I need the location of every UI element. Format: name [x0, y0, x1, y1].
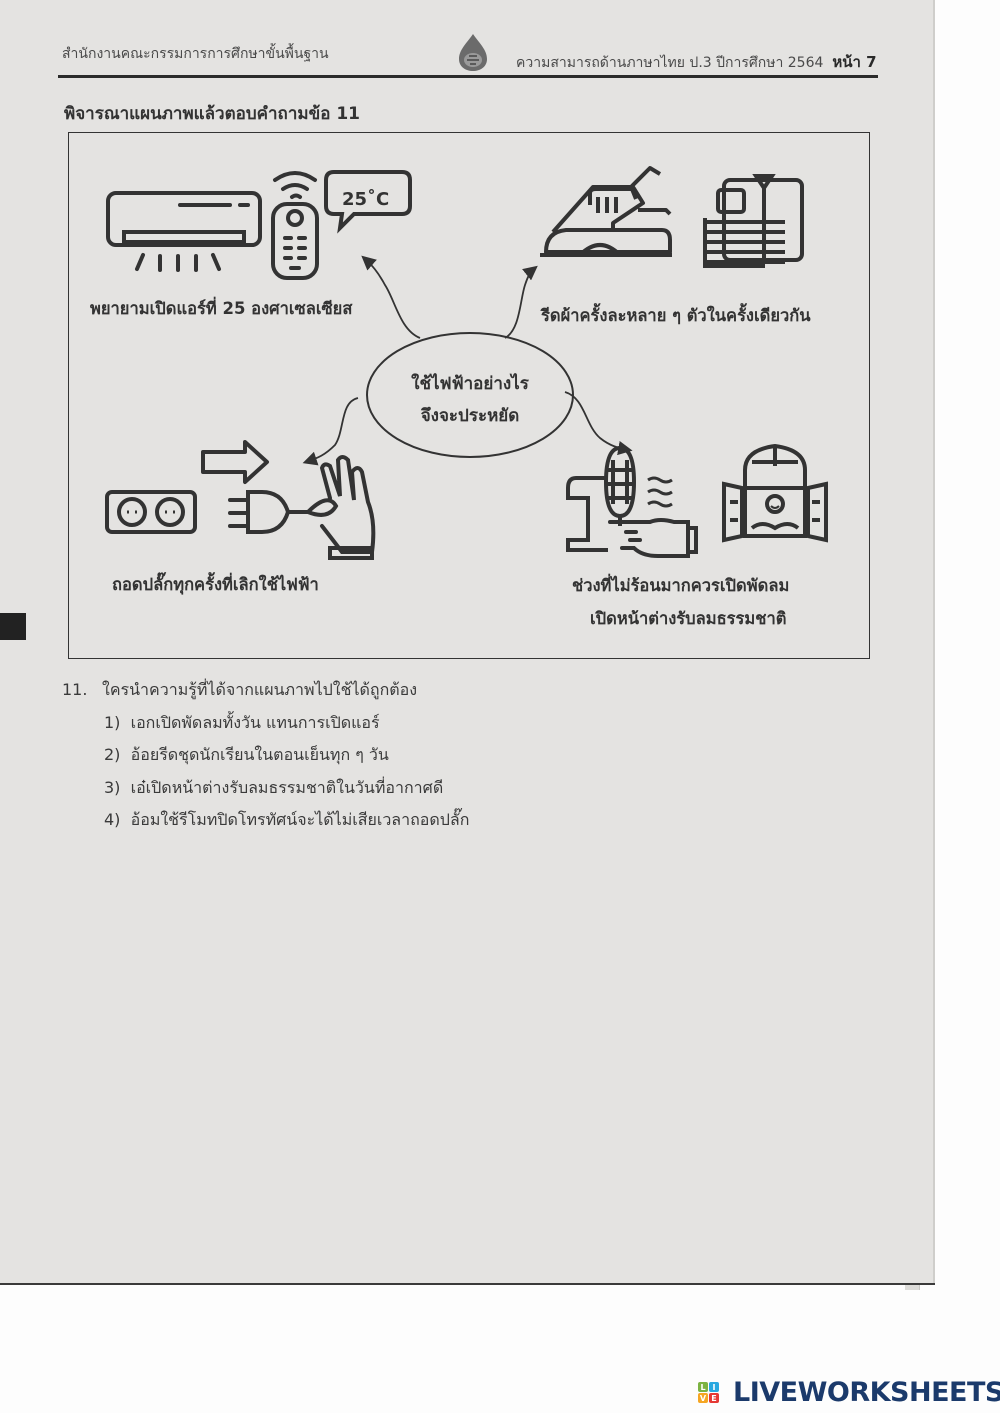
node-label-fan-line1: ช่วงที่ไม่ร้อนมากควรเปิดพัดลม [572, 576, 790, 595]
mindmap-frame [68, 132, 870, 659]
option-number: 4) [104, 810, 121, 829]
node-label-fan-line2: เปิดหน้าต่างรับลมธรรมชาติ [590, 609, 787, 628]
temperature-label: 25˚C [342, 188, 389, 210]
question-stem: 11. ใครนำความรู้ที่ได้จากแผนภาพไปใช้ได้ถู… [62, 674, 469, 707]
badge-letter: I [709, 1382, 719, 1392]
option-2[interactable]: 2) อ้อยรีดชุดนักเรียนในตอนเย็นทุก ๆ วัน [62, 739, 469, 772]
option-text: เอกเปิดพัดลมทั้งวัน แทนการเปิดแอร์ [130, 712, 380, 732]
center-topic-line1: ใช้ไฟฟ้าอย่างไร [411, 374, 529, 394]
page-number: หน้า 7 [832, 53, 877, 71]
question-text: ใครนำความรู้ที่ได้จากแผนภาพไปใช้ได้ถูกต้… [102, 680, 418, 699]
node-label-ironing: รีดผ้าครั้งละหลาย ๆ ตัวในครั้งเดียวกัน [541, 306, 811, 325]
obec-emblem-icon [459, 34, 487, 71]
folded-clothes-icon [703, 174, 804, 268]
option-3[interactable]: 3) เอ๋เปิดหน้าต่างรับลมธรรมชาติในวันที่อ… [62, 772, 469, 805]
header-divider [58, 75, 878, 78]
node-label-aircon: พยายามเปิดแอร์ที่ 25 องศาเซลเซียส [90, 299, 353, 318]
plug-in-hand-icon [228, 455, 376, 560]
question-11: 11. ใครนำความรู้ที่ได้จากแผนภาพไปใช้ได้ถู… [62, 674, 469, 837]
iron-icon [540, 166, 672, 257]
option-number: 1) [104, 712, 121, 732]
option-4[interactable]: 4) อ้อมใช้รีโมทปิดโทรทัศน์จะได้ไม่เสียเว… [62, 804, 469, 837]
watermark-text: LIVEWORKSHEETS [733, 1377, 1000, 1408]
speech-bubble-icon: 25˚C [324, 170, 412, 234]
liveworksheets-watermark: L I V E LIVEWORKSHEETS [698, 1377, 1000, 1408]
arrow-right-icon [201, 440, 269, 484]
remote-control-icon [271, 171, 319, 280]
option-text: อ้อมใช้รีโมทปิดโทรทัศน์จะได้ไม่เสียเวลาถ… [130, 810, 470, 829]
open-window-sun-icon [722, 443, 828, 543]
badge-letter: E [709, 1393, 719, 1403]
air-conditioner-icon [106, 191, 262, 272]
binder-clip-mark [0, 613, 26, 640]
option-1[interactable]: 1) เอกเปิดพัดลมทั้งวัน แทนการเปิดแอร์ [62, 707, 469, 740]
pointing-hand-icon [608, 518, 698, 558]
center-ellipse [366, 332, 574, 458]
option-text: เอ๋เปิดหน้าต่างรับลมธรรมชาติในวันที่อากา… [130, 777, 444, 797]
badge-letter: L [698, 1382, 708, 1392]
exam-title: ความสามารถด้านภาษาไทย ป.3 ปีการศึกษา 256… [516, 55, 824, 71]
badge-letter: V [698, 1393, 708, 1403]
node-label-unplug: ถอดปลั๊กทุกครั้งที่เลิกใช้ไฟฟ้า [112, 575, 319, 594]
scanned-page [0, 0, 935, 1285]
center-topic-line2: จึงจะประหยัด [420, 406, 520, 426]
option-number: 3) [104, 777, 121, 797]
center-topic: ใช้ไฟฟ้าอย่างไร จึงจะประหยัด [370, 368, 570, 432]
live-badge-icon: L I V E [698, 1382, 730, 1403]
instruction-heading: พิจารณาแผนภาพแล้วตอบคำถามข้อ 11 [64, 104, 360, 124]
question-number: 11. [62, 680, 88, 699]
option-number: 2) [104, 745, 121, 764]
power-outlet-icon [105, 490, 197, 534]
wind-icon [647, 476, 673, 508]
header-organization: สำนักงานคณะกรรมการการศึกษาขั้นพื้นฐาน [62, 46, 329, 62]
electric-fan-icon [566, 445, 637, 552]
header-exam-title: ความสามารถด้านภาษาไทย ป.3 ปีการศึกษา 256… [516, 50, 877, 74]
option-text: อ้อยรีดชุดนักเรียนในตอนเย็นทุก ๆ วัน [130, 745, 389, 764]
